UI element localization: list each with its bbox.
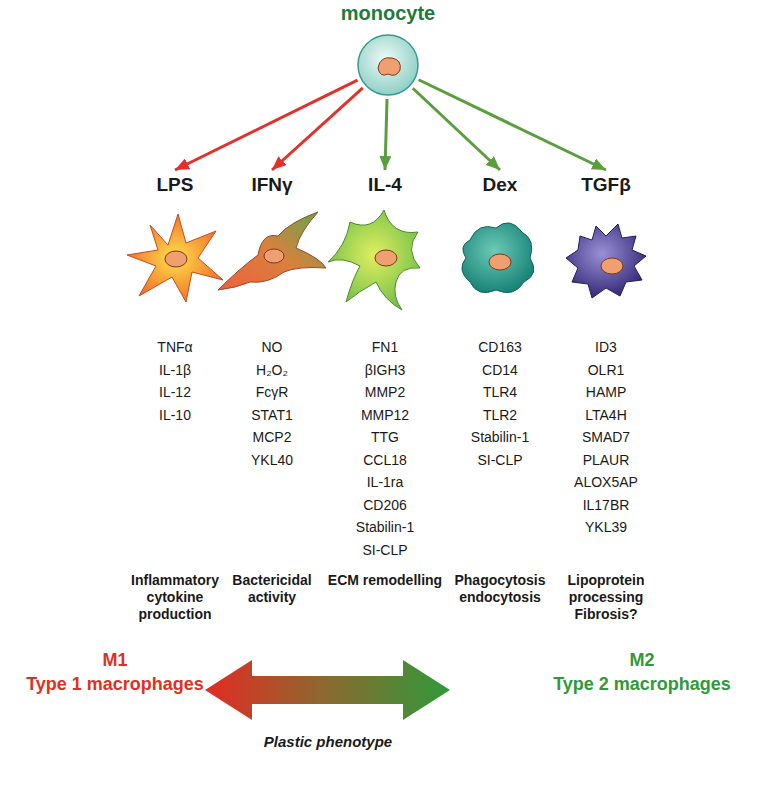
marker-name: MMP12: [361, 404, 409, 427]
marker-name: OLR1: [588, 359, 625, 382]
marker-name: MMP2: [365, 381, 405, 404]
monocyte-circle: monocyte: [357, 34, 419, 96]
differentiation-arrow: [413, 88, 500, 170]
marker-name: CD206: [363, 494, 407, 517]
marker-name: FcγR: [256, 381, 289, 404]
function-label: ECM remodelling: [320, 572, 450, 589]
stimulus-label: Dex: [450, 172, 550, 198]
marker-name: IL-1ra: [367, 471, 404, 494]
marker-name: IL17BR: [583, 494, 630, 517]
cell-space: [450, 198, 550, 336]
marker-list: NOH₂O₂FcγRSTAT1MCP2YKL40: [228, 336, 316, 572]
marker-name: LTA4H: [585, 404, 627, 427]
differentiation-arrow: [175, 80, 358, 170]
marker-name: PLAUR: [583, 449, 630, 472]
monocyte-cell: [358, 35, 418, 95]
cell-space: [123, 198, 227, 336]
type-label: M2: [629, 650, 654, 671]
marker-name: MCP2: [253, 426, 292, 449]
marker-list: TNFαIL-1βIL-12IL-10: [123, 336, 227, 572]
marker-name: TTG: [371, 426, 399, 449]
lps-macrophage: [127, 214, 223, 302]
macrophage-column: IFNγNOH₂O₂FcγRSTAT1MCP2YKL40Bactericidal…: [228, 172, 316, 632]
differentiation-arrow: [419, 80, 606, 170]
marker-list: FN1βIGH3MMP2MMP12TTGCCL18IL-1raCD206Stab…: [320, 336, 450, 572]
marker-name: CCL18: [363, 449, 407, 472]
stimulus-label: TGFβ: [553, 172, 659, 198]
differentiation-arrow: [385, 99, 387, 170]
marker-name: ID3: [595, 336, 617, 359]
cell-name: monocyte: [341, 2, 435, 25]
marker-list: CD163CD14TLR4TLR2Stabilin-1SI-CLP: [450, 336, 550, 572]
marker-name: ALOX5AP: [574, 471, 638, 494]
marker-name: SMAD7: [582, 426, 630, 449]
function-label: Bactericidal activity: [228, 572, 316, 606]
marker-name: SI-CLP: [477, 449, 522, 472]
marker-name: CD14: [482, 359, 518, 382]
marker-name: HAMP: [586, 381, 626, 404]
marker-name: SI-CLP: [362, 539, 407, 562]
marker-list: ID3OLR1HAMPLTA4HSMAD7PLAURALOX5APIL17BRY…: [553, 336, 659, 572]
marker-name: IL-12: [159, 381, 191, 404]
marker-name: IL-1β: [159, 359, 191, 382]
marker-name: H₂O₂: [256, 359, 288, 382]
function-label: Lipoprotein processing Fibrosis?: [553, 572, 659, 623]
marker-name: TLR4: [483, 381, 517, 404]
tgf-macrophage: [566, 224, 646, 298]
marker-name: FN1: [372, 336, 398, 359]
marker-name: TLR2: [483, 404, 517, 427]
il4-macrophage: [328, 210, 420, 310]
marker-name: TNFα: [157, 336, 192, 359]
function-label: Inflammatory cytokine production: [123, 572, 227, 623]
marker-name: YKL40: [251, 449, 293, 472]
marker-name: Stabilin-1: [356, 516, 414, 539]
plasticity-caption: Plastic phenotype: [264, 733, 392, 750]
plasticity-double-arrow: [205, 660, 450, 720]
marker-name: YKL39: [585, 516, 627, 539]
function-label: Phagocytosis endocytosis: [450, 572, 550, 606]
macrophage-column: IL-4FN1βIGH3MMP2MMP12TTGCCL18IL-1raCD206…: [320, 172, 450, 632]
ifn-macrophage: [218, 212, 326, 290]
stimulus-label: IFNγ: [228, 172, 316, 198]
marker-name: Stabilin-1: [471, 426, 529, 449]
dex-macrophage: [462, 223, 534, 293]
macrophage-column: DexCD163CD14TLR4TLR2Stabilin-1SI-CLPPhag…: [450, 172, 550, 632]
stimulus-label: IL-4: [320, 172, 450, 198]
differentiation-arrow: [272, 88, 363, 170]
stimulus-label: LPS: [123, 172, 227, 198]
cell-space: [553, 198, 659, 336]
macrophage-column: LPSTNFαIL-1βIL-12IL-10Inflammatory cytok…: [123, 172, 227, 632]
type-label: Type 2 macrophages: [553, 674, 731, 695]
marker-name: IL-10: [159, 404, 191, 427]
marker-name: STAT1: [251, 404, 293, 427]
marker-name: βIGH3: [365, 359, 406, 382]
marker-name: NO: [262, 336, 283, 359]
type-label: Type 1 macrophages: [26, 674, 204, 695]
macrophage-column: TGFβID3OLR1HAMPLTA4HSMAD7PLAURALOX5APIL1…: [553, 172, 659, 632]
type-label: M1: [102, 650, 127, 671]
cell-space: [228, 198, 316, 336]
marker-name: CD163: [478, 336, 522, 359]
cell-space: [320, 198, 450, 336]
